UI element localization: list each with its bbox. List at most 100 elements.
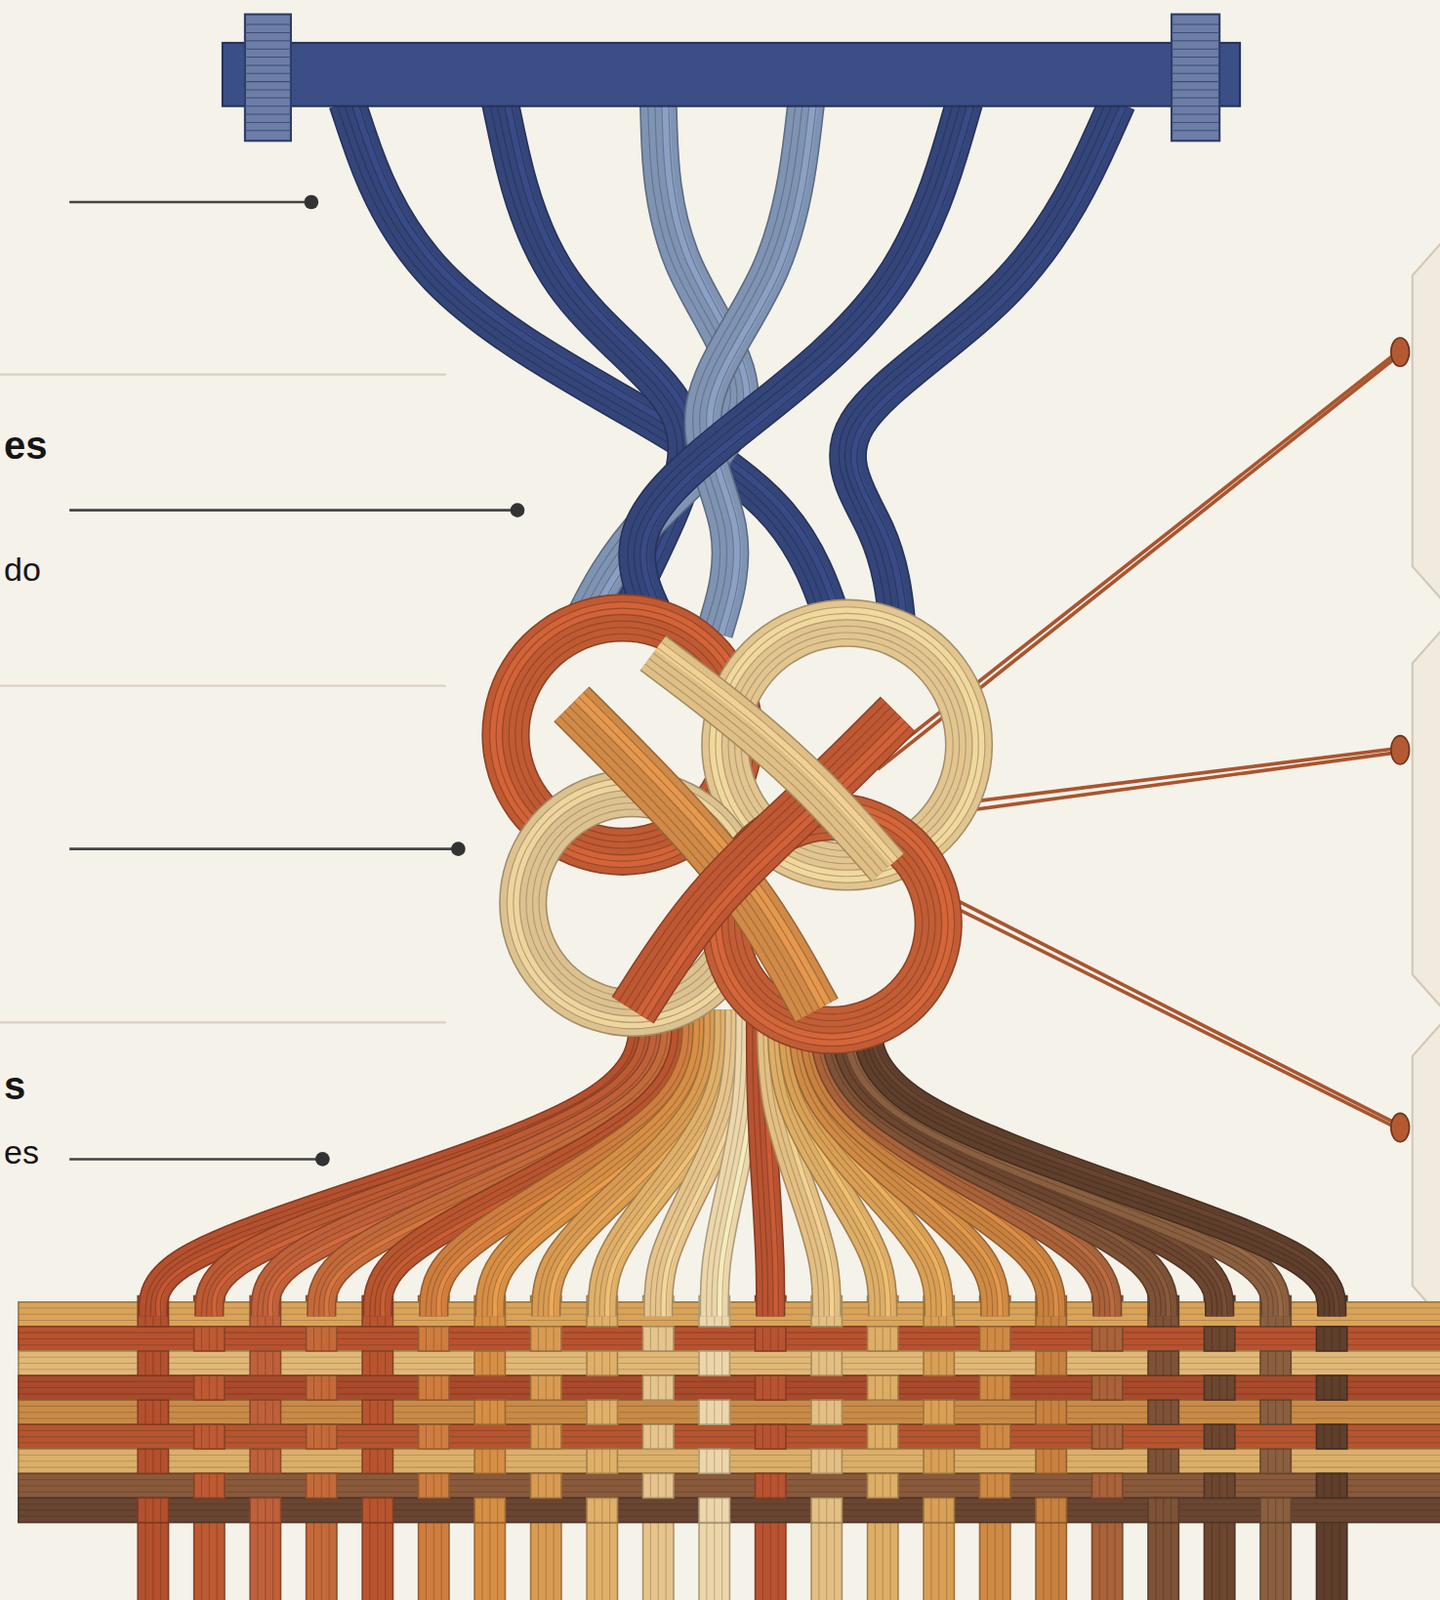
warp-strand bbox=[1114, 1473, 1116, 1498]
warp-strand bbox=[994, 1375, 996, 1400]
warp-strand bbox=[1219, 1424, 1221, 1449]
warp-cord bbox=[699, 1448, 730, 1474]
warp-strand bbox=[144, 1351, 146, 1376]
label-text: es bbox=[3, 1134, 40, 1171]
warp-cord bbox=[867, 1424, 899, 1449]
fan-cords bbox=[145, 1010, 1341, 1317]
warp-strand bbox=[609, 1399, 611, 1425]
warp-cord bbox=[923, 1399, 954, 1425]
warp-strand bbox=[201, 1473, 203, 1498]
warp-strand bbox=[208, 1473, 210, 1498]
warp-cord bbox=[137, 1497, 168, 1523]
warp-strand bbox=[1338, 1473, 1340, 1498]
warp-strand bbox=[489, 1497, 491, 1523]
warp-cord bbox=[474, 1399, 505, 1425]
bar-cap-line bbox=[1171, 122, 1220, 124]
warp-cord bbox=[418, 1473, 450, 1498]
warp-cord bbox=[867, 1473, 899, 1498]
warp-strand bbox=[1058, 1448, 1060, 1474]
warp-strand bbox=[313, 1326, 315, 1352]
warp-cord bbox=[811, 1351, 842, 1376]
warp-strand bbox=[818, 1351, 820, 1376]
warp-strand bbox=[987, 1375, 988, 1400]
warp-strand bbox=[1058, 1351, 1060, 1376]
warp-strand bbox=[329, 1296, 330, 1600]
cord-strand bbox=[874, 1010, 1340, 1317]
warp-strand bbox=[1114, 1375, 1116, 1400]
warp-strand bbox=[376, 1399, 378, 1425]
hang-tag bbox=[1412, 1020, 1440, 1321]
warp-cord bbox=[1203, 1424, 1235, 1449]
warp-cord bbox=[1092, 1326, 1123, 1352]
warp-strand bbox=[369, 1399, 371, 1425]
cord-strand bbox=[706, 1010, 742, 1317]
warp-strand bbox=[1331, 1296, 1333, 1600]
warp-strand bbox=[1099, 1424, 1101, 1449]
warp-strand bbox=[601, 1448, 603, 1474]
warp-strand bbox=[1107, 1375, 1109, 1400]
warp-cord bbox=[194, 1473, 225, 1498]
warp-strand bbox=[762, 1326, 764, 1352]
hanging-bar bbox=[222, 14, 1240, 142]
warp-strand bbox=[882, 1375, 884, 1400]
warp-strand bbox=[321, 1296, 323, 1600]
warp-strand bbox=[658, 1296, 659, 1600]
warp-strand bbox=[665, 1296, 667, 1600]
warp-strand bbox=[329, 1473, 330, 1498]
bar-cap-line bbox=[245, 105, 291, 107]
warp-cord bbox=[306, 1473, 337, 1498]
warp-cord bbox=[586, 1351, 618, 1376]
warp-strand bbox=[833, 1448, 835, 1474]
warp-strand bbox=[946, 1448, 947, 1474]
warp-strand bbox=[481, 1351, 483, 1376]
bar-cap-line bbox=[1171, 64, 1220, 66]
warp-strand bbox=[1042, 1448, 1044, 1474]
warp-strand bbox=[1323, 1424, 1325, 1449]
warp-strand bbox=[1275, 1351, 1276, 1376]
cord-strand bbox=[844, 100, 1114, 633]
warp-strand bbox=[496, 1497, 498, 1523]
weft-cord bbox=[18, 1497, 1440, 1523]
warp-strand bbox=[1226, 1296, 1228, 1600]
warp-cord bbox=[1148, 1497, 1179, 1523]
warp-strand bbox=[208, 1375, 210, 1400]
warp-strand bbox=[1275, 1448, 1276, 1474]
weft-cord bbox=[18, 1326, 1440, 1352]
warp-strand bbox=[930, 1448, 932, 1474]
warp-strand bbox=[272, 1351, 274, 1376]
warp-strand bbox=[890, 1296, 892, 1600]
tie-knot bbox=[1391, 337, 1410, 367]
warp-strand bbox=[1211, 1375, 1213, 1400]
decorative-knot bbox=[490, 602, 986, 1047]
warp-cord bbox=[1092, 1473, 1123, 1498]
warp-strand bbox=[313, 1424, 315, 1449]
warp-strand bbox=[441, 1375, 443, 1400]
leader-dot bbox=[315, 1152, 330, 1167]
warp-strand bbox=[778, 1473, 780, 1498]
warp-strand bbox=[216, 1296, 218, 1600]
cord-body bbox=[653, 653, 888, 868]
bar-cap-line bbox=[1171, 48, 1220, 50]
warp-strand bbox=[264, 1448, 266, 1474]
warp-strand bbox=[770, 1326, 772, 1352]
bar-cap-line bbox=[245, 88, 291, 90]
warp-strand bbox=[658, 1473, 659, 1498]
warp-cord bbox=[1316, 1473, 1347, 1498]
cord-strand bbox=[649, 658, 883, 873]
warp-strand bbox=[1099, 1375, 1101, 1400]
cord-strand bbox=[343, 103, 834, 635]
warp-strand bbox=[593, 1448, 595, 1474]
warp-strand bbox=[369, 1448, 371, 1474]
warp-strand bbox=[425, 1375, 427, 1400]
warp-strand bbox=[593, 1351, 595, 1376]
warp-strand bbox=[770, 1296, 772, 1600]
cord-strand bbox=[350, 100, 841, 632]
warp-cord bbox=[980, 1473, 1011, 1498]
warp-strand bbox=[987, 1424, 988, 1449]
warp-strand bbox=[152, 1351, 154, 1376]
warp-cord bbox=[1316, 1296, 1347, 1600]
warp-cord bbox=[867, 1296, 899, 1600]
warp-strand bbox=[650, 1375, 652, 1400]
warp-cord bbox=[306, 1424, 337, 1449]
warp-cord bbox=[418, 1296, 450, 1600]
